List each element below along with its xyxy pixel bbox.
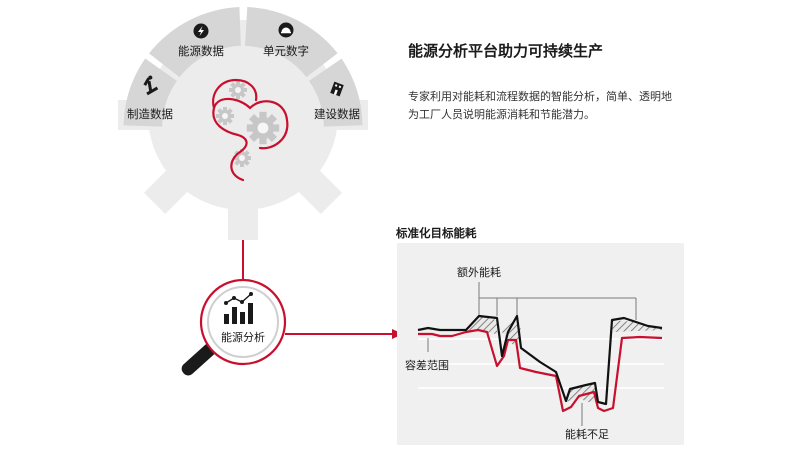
segment-label-unit-digital: 单元数字 (263, 44, 309, 58)
lightning-icon (193, 23, 209, 39)
headline: 能源分析平台助力可持续生产 (408, 42, 604, 60)
bar-chart-icon (224, 292, 253, 324)
excess-bracket (478, 282, 637, 320)
target-energy-line (418, 328, 663, 413)
segment-label-energy: 能源数据 (178, 44, 224, 58)
segment-energy (149, 7, 241, 78)
chart-panel (397, 243, 684, 445)
energy-gap-areas (466, 316, 662, 402)
segment-label-manufacturing: 制造数据 (127, 107, 173, 121)
magnifier-label: 能源分析 (221, 330, 265, 344)
hard-hat-icon (278, 22, 294, 38)
chart-panel-title: 标准化目标能耗 (395, 226, 477, 240)
actual-energy-line (417, 314, 663, 406)
description: 专家利用对能耗和流程数据的智能分析，简单、透明地为工厂人员说明能源消耗和节能潜力… (408, 90, 672, 121)
annotation-deficit: 能耗不足 (565, 427, 609, 441)
annotation-excess: 额外能耗 (457, 265, 501, 279)
robot-arm-icon (143, 75, 159, 96)
building-icon (330, 81, 344, 97)
magnifier (181, 278, 287, 376)
segment-unit-digital (245, 7, 338, 78)
annotation-tolerance: 容差范围 (405, 358, 449, 372)
segment-label-construction: 建设数据 (314, 107, 360, 121)
data-flow-path (212, 78, 289, 182)
